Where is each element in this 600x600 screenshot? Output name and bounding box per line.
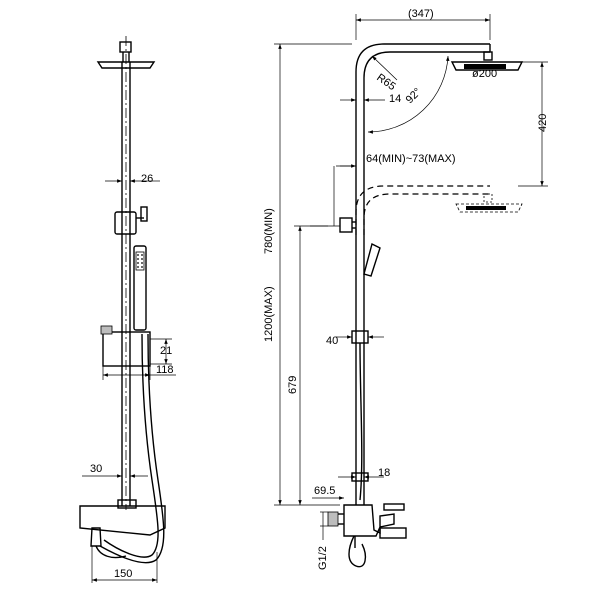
dim-slider-width: 40	[326, 335, 338, 347]
dim-thread: G1/2	[317, 546, 329, 570]
hose-side	[359, 342, 363, 501]
front-view	[79, 36, 166, 564]
mixer-handle	[383, 503, 405, 511]
mixer-lever	[379, 527, 407, 539]
front-view-dimensions: 26 21 118 30 150	[82, 173, 176, 583]
slider-side	[351, 330, 369, 344]
dim-bracket-height: 21	[160, 345, 172, 357]
hand-shower-nozzles	[137, 254, 143, 268]
dim-pipe-size: 18	[378, 467, 390, 479]
dim-arm-length: (347)	[408, 8, 434, 20]
dim-head-diameter: ø200	[472, 68, 497, 80]
hand-shower-side	[363, 242, 381, 277]
dim-height-adjust: 420	[537, 114, 549, 132]
riser-arm-inner	[363, 51, 490, 505]
dim-bend-radius: R65	[374, 72, 397, 93]
dim-gap: 14	[389, 93, 401, 105]
rain-shower-head-top	[450, 61, 524, 71]
mixer-spout	[90, 527, 102, 547]
mixer-body	[79, 505, 166, 536]
dim-bracket-width: 118	[156, 364, 174, 376]
dim-mixer-depth: 69.5	[314, 485, 335, 497]
slider-bracket	[102, 331, 151, 367]
hand-shower	[133, 245, 147, 331]
dim-inlet-height: 679	[287, 376, 299, 394]
dim-max-height: 1200(MAX)	[263, 286, 275, 342]
shower-arm-connector	[119, 41, 132, 53]
dim-spout-size: 30	[90, 463, 102, 475]
shower-head-min-connector	[483, 193, 493, 203]
riser-arm-outer	[355, 43, 490, 505]
shower-head-min-position	[455, 203, 523, 213]
dim-mixer-width: 150	[114, 568, 132, 580]
dim-min-height: 780(MIN)	[263, 208, 275, 254]
diverter-knob	[140, 206, 148, 222]
shower-head-diameter-bar	[464, 64, 506, 69]
diverter-block	[114, 211, 137, 235]
shower-head-connector	[483, 51, 493, 61]
wall-inlet	[327, 511, 339, 527]
side-view-dimensions: (347) R65 ø200 14 92° 420 64(MIN)~73(MAX…	[263, 8, 549, 570]
mixer-side-body	[343, 504, 395, 537]
angle-arc	[367, 55, 450, 134]
dim-wall-offset: 64(MIN)~73(MAX)	[366, 153, 456, 165]
side-view	[327, 43, 524, 568]
shower-hose	[103, 333, 159, 558]
rain-shower-head	[96, 61, 156, 69]
dim-angle: 92°	[404, 86, 424, 106]
dim-pole-diameter: 26	[141, 173, 153, 185]
arm-min-position	[355, 185, 490, 235]
wall-bracket-top	[339, 217, 353, 233]
